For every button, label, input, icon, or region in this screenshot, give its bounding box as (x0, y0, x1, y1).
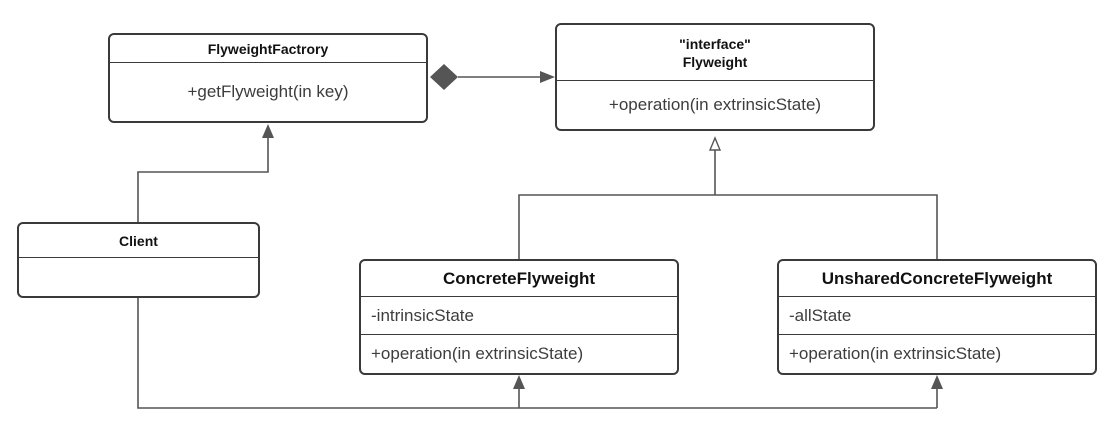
flyweight-interface[interactable]: "interface" Flyweight +operation(in extr… (555, 23, 875, 131)
class-name: FlyweightFactrory (207, 40, 329, 57)
stereotype-label: "interface" (679, 35, 751, 52)
class-header: UnsharedConcreteFlyweight (779, 261, 1095, 297)
class-header: ConcreteFlyweight (361, 261, 677, 297)
method-text: +operation(in extrinsicState) (789, 344, 1002, 363)
attribute-text: -intrinsicState (371, 305, 474, 325)
class-header: FlyweightFactrory (110, 35, 426, 63)
generalization-line (518, 150, 938, 260)
body-section (19, 258, 258, 296)
unshared-concrete-flyweight-class[interactable]: UnsharedConcreteFlyweight -allState +ope… (777, 259, 1097, 375)
class-name: Client (119, 232, 158, 249)
attributes-section: -allState (779, 297, 1095, 335)
composition-arrowhead-icon (540, 71, 555, 83)
client-to-factory-line (137, 138, 269, 222)
client-to-factory-arrowhead-icon (262, 124, 274, 138)
method-text: +operation(in extrinsicState) (608, 95, 822, 114)
client-to-unshared-arrowhead-icon (931, 375, 943, 389)
concrete-flyweight-class[interactable]: ConcreteFlyweight -intrinsicState +opera… (359, 259, 679, 375)
client-to-flyweights-line (137, 298, 938, 409)
generalization-triangle-icon (708, 136, 722, 151)
class-header: Client (19, 224, 258, 258)
flyweight-factory-class[interactable]: FlyweightFactrory +getFlyweight(in key) (108, 33, 428, 123)
methods-section: +getFlyweight(in key) (110, 63, 426, 121)
methods-section: +operation(in extrinsicState) (779, 335, 1095, 373)
methods-section: +operation(in extrinsicState) (361, 335, 677, 373)
method-text: +getFlyweight(in key) (187, 82, 349, 101)
client-class[interactable]: Client (17, 222, 260, 298)
class-name: Flyweight (682, 53, 748, 70)
class-name: ConcreteFlyweight (442, 268, 596, 288)
class-name: UnsharedConcreteFlyweight (821, 268, 1053, 288)
attribute-text: -allState (789, 305, 852, 325)
methods-section: +operation(in extrinsicState) (557, 81, 873, 129)
composition-diamond-icon (430, 64, 458, 90)
attributes-section: -intrinsicState (361, 297, 677, 335)
class-header: "interface" Flyweight (557, 25, 873, 81)
client-to-concrete-arrowhead-icon (513, 375, 525, 389)
method-text: +operation(in extrinsicState) (371, 344, 584, 363)
